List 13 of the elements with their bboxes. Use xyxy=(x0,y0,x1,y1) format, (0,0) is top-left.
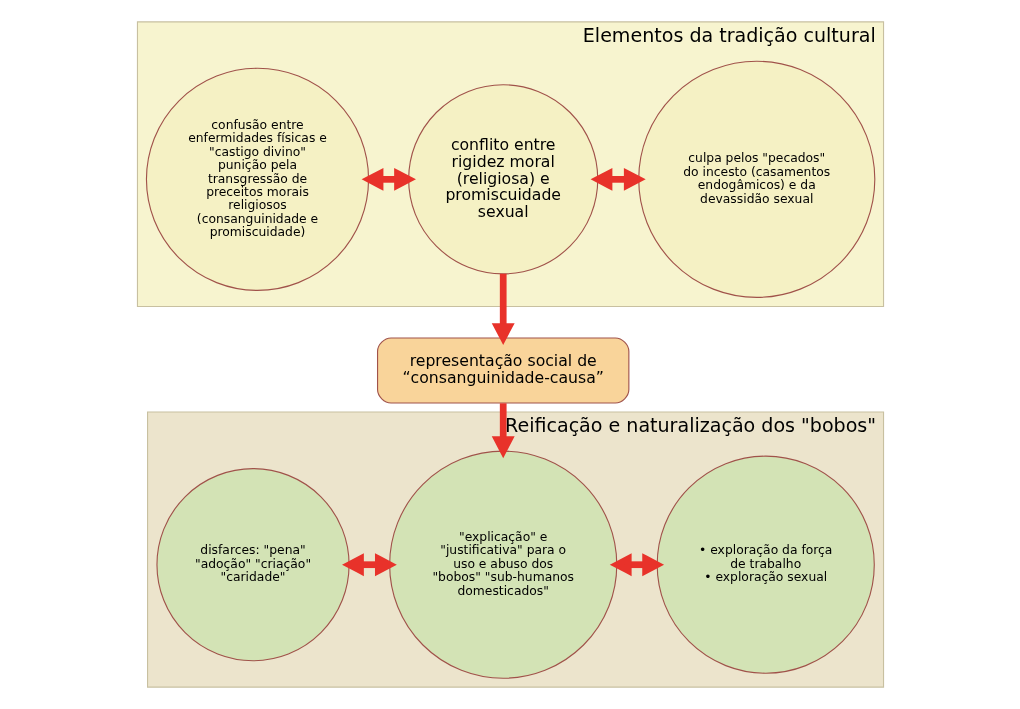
node-circle: "explicação" e "justificativa" para o uso e abuso dos "bobos" "sub-humanos domesticados" xyxy=(388,450,617,679)
arrow xyxy=(491,273,515,345)
node-circle: conflito entre rigidez moral (religiosa) e promiscuidade sexual xyxy=(407,84,598,275)
arrow xyxy=(590,167,646,191)
node-circle: disfarces: "pena" "adoção" "criação" "caridade" xyxy=(155,468,350,662)
arrow xyxy=(361,167,416,191)
arrow xyxy=(609,553,664,577)
node-circle: • exploração da força de trabalho • exploração sexual xyxy=(656,455,875,674)
node-box: representação social de “consanguinidade-causa” xyxy=(376,337,629,404)
arrow xyxy=(491,403,515,459)
arrow xyxy=(341,553,397,577)
node-circle: culpa pelos "pecados" do incesto (casamentos endogâmicos) e da devassidão sexual xyxy=(637,60,875,298)
node-circle: confusão entre enfermidades físicas e "castigo divino" punição pela transgressão de preceitos morais religiosos (consanguinidade e promiscuidade) xyxy=(145,67,369,291)
